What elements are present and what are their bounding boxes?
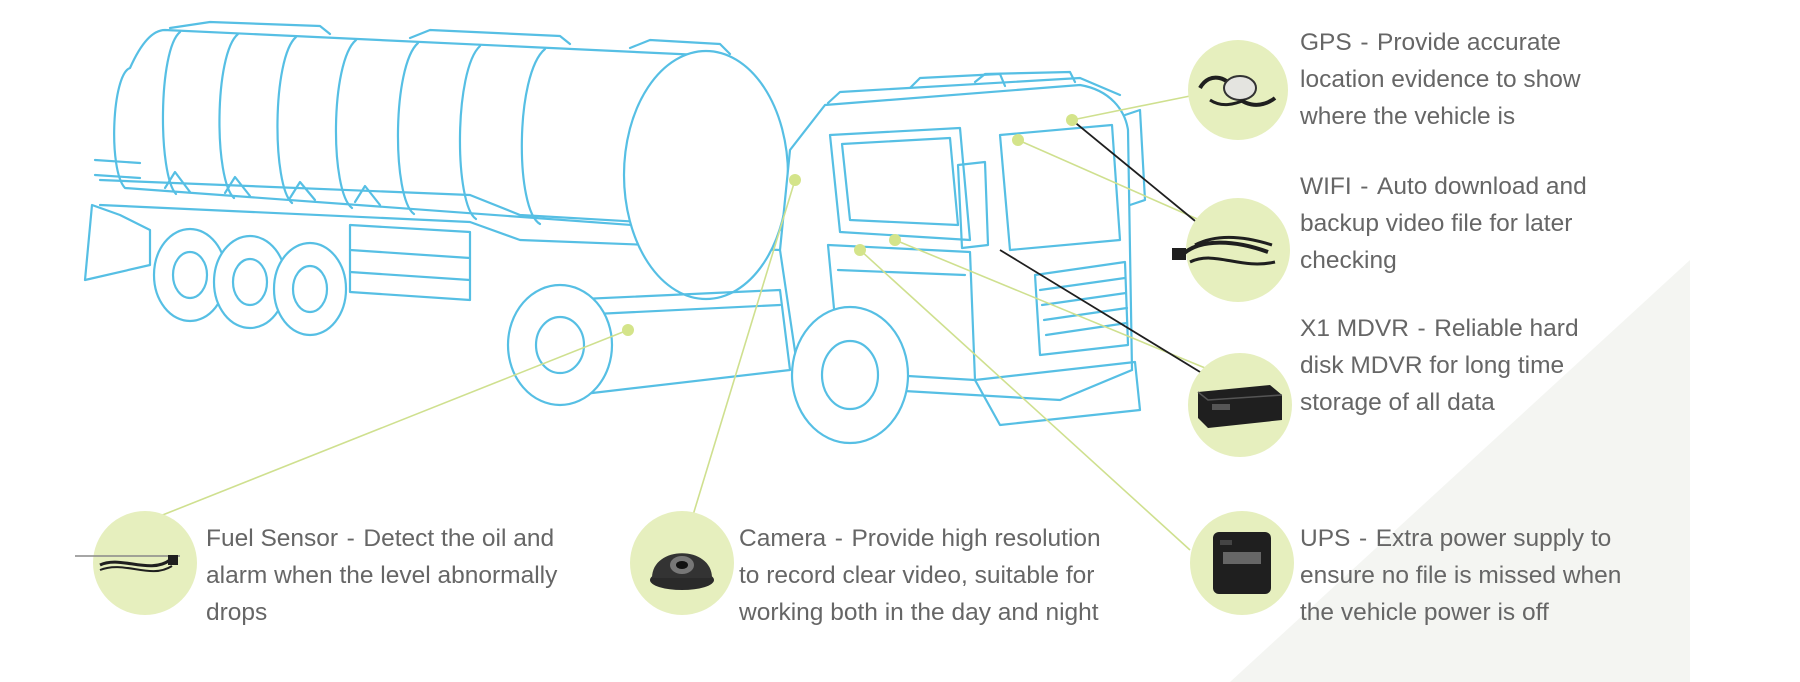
mdvr-name: X1 MDVR (1300, 315, 1409, 342)
tanker-truck-illustration (83, 20, 1147, 445)
anchor-dots (622, 114, 1078, 336)
gps-name: GPS (1300, 29, 1352, 56)
mdvr-box-icon (1188, 353, 1292, 457)
camera-name: Camera (739, 525, 827, 552)
mdvr-description: X1 MDVR-Reliable hard disk MDVR for long… (1300, 315, 1579, 416)
wifi-name: WIFI (1300, 173, 1352, 200)
fuel-sensor-cable-icon (75, 511, 197, 615)
background-shape (1230, 260, 1690, 682)
ups-battery-icon (1190, 511, 1294, 615)
leader-lines (149, 94, 1246, 551)
wifi-cable-icon (1172, 198, 1290, 302)
fuel-sensor-name: Fuel Sensor (206, 525, 339, 552)
fuel-sensor-description: Fuel Sensor-Detect the oil and alarm whe… (206, 525, 558, 626)
camera-description: Camera-Provide high resolution to record… (739, 525, 1101, 626)
ups-description: UPS-Extra power supply to ensure no file… (1300, 525, 1622, 626)
wifi-description: WIFI-Auto download and backup video file… (1300, 173, 1587, 274)
rear-wheels (152, 227, 348, 337)
dome-camera-icon (630, 511, 734, 615)
gps-description: GPS-Provide accurate location evidence t… (1300, 29, 1581, 130)
gps-antenna-icon (1188, 40, 1288, 140)
ups-name: UPS (1300, 525, 1351, 552)
